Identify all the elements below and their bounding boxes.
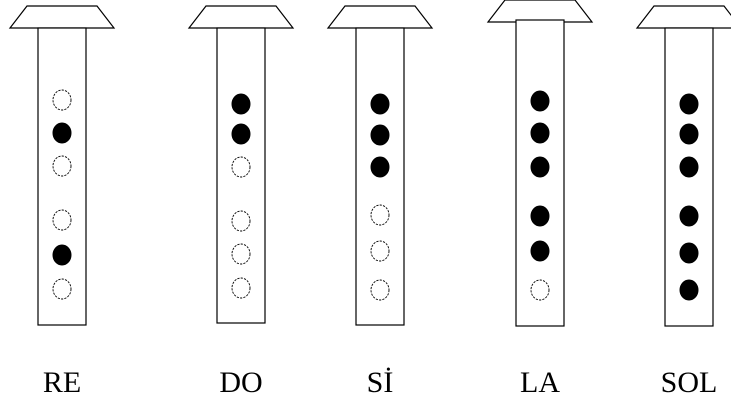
mouthpiece bbox=[486, 0, 594, 23]
open-hole bbox=[52, 209, 72, 231]
mouthpiece bbox=[8, 5, 116, 29]
note-label: RE bbox=[43, 366, 81, 399]
covered-hole bbox=[679, 123, 699, 145]
open-hole bbox=[52, 155, 72, 177]
covered-hole bbox=[52, 244, 72, 266]
covered-hole bbox=[679, 279, 699, 301]
open-hole bbox=[231, 277, 251, 299]
covered-hole bbox=[370, 156, 390, 178]
covered-hole bbox=[530, 156, 550, 178]
note-label: DO bbox=[219, 366, 262, 399]
recorder-3: Sİ bbox=[326, 5, 434, 399]
covered-hole bbox=[52, 122, 72, 144]
covered-hole bbox=[530, 205, 550, 227]
open-hole bbox=[370, 240, 390, 262]
recorder-fingerings: RE DO Sİ LA SOL bbox=[8, 0, 731, 399]
covered-hole bbox=[231, 93, 251, 115]
note-label: SOL bbox=[661, 366, 718, 399]
open-hole bbox=[52, 89, 72, 111]
open-hole bbox=[231, 156, 251, 178]
covered-hole bbox=[679, 242, 699, 264]
covered-hole bbox=[231, 123, 251, 145]
note-label: Sİ bbox=[367, 366, 394, 399]
open-hole bbox=[231, 243, 251, 265]
recorder-5: SOL bbox=[635, 5, 731, 399]
covered-hole bbox=[530, 122, 550, 144]
mouthpiece bbox=[326, 5, 434, 29]
open-hole bbox=[231, 210, 251, 232]
note-label: LA bbox=[520, 366, 560, 399]
open-hole bbox=[370, 204, 390, 226]
covered-hole bbox=[370, 93, 390, 115]
recorder-body bbox=[37, 27, 87, 326]
mouthpiece bbox=[187, 5, 295, 29]
mouthpiece bbox=[635, 5, 731, 29]
covered-hole bbox=[679, 93, 699, 115]
covered-hole bbox=[679, 156, 699, 178]
open-hole bbox=[52, 278, 72, 300]
covered-hole bbox=[370, 124, 390, 146]
recorder-1: RE bbox=[8, 5, 116, 399]
open-hole bbox=[530, 279, 550, 301]
recorder-4: LA bbox=[486, 0, 594, 399]
covered-hole bbox=[530, 90, 550, 112]
open-hole bbox=[370, 279, 390, 301]
recorder-2: DO bbox=[187, 5, 295, 399]
covered-hole bbox=[679, 205, 699, 227]
covered-hole bbox=[530, 240, 550, 262]
